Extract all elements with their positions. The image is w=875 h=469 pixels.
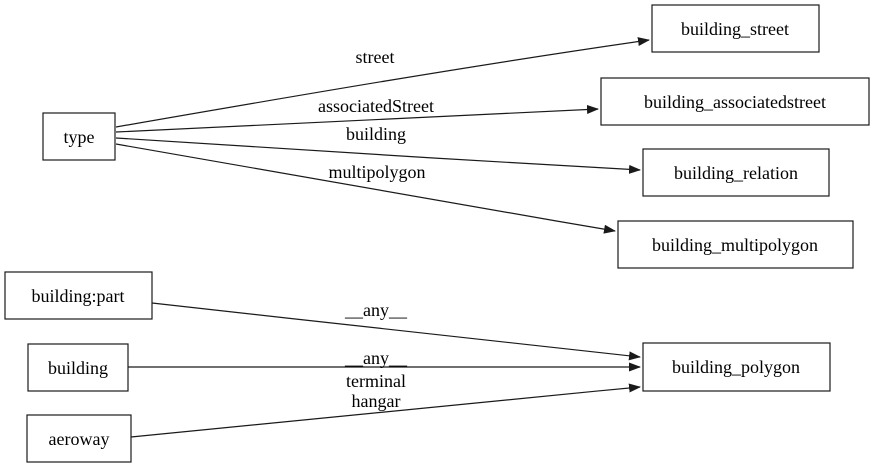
node-box <box>642 148 830 197</box>
node-aeroway: aeroway <box>26 414 132 463</box>
node-box <box>42 112 116 161</box>
edge-type-building_multipolygon <box>115 143 616 234</box>
edge-label-hangar: hangar <box>352 391 401 411</box>
edge-group <box>115 37 650 438</box>
edge-label-any-1: __any__ <box>344 300 408 320</box>
edge-building_part-building_polygon <box>151 302 641 361</box>
node-label: aeroway <box>49 429 110 449</box>
edge-aeroway-building_polygon <box>130 383 641 438</box>
node-box <box>617 220 854 269</box>
edge-label-group: street associatedStreet building multipo… <box>318 47 434 411</box>
node-label: building_multipolygon <box>652 235 818 255</box>
edge-label-associatedstreet: associatedStreet <box>318 96 434 116</box>
node-label: type <box>64 127 95 147</box>
node-label: building_polygon <box>672 357 800 377</box>
edge-type-building_street <box>115 37 650 128</box>
node-label: building_relation <box>674 163 798 183</box>
node-building-associatedstreet: building_associatedstreet <box>600 77 870 126</box>
edge-label-street: street <box>356 47 395 67</box>
edge-label-any-2: __any__ <box>344 348 408 368</box>
node-box <box>4 271 153 320</box>
node-building-multipolygon: building_multipolygon <box>617 220 854 269</box>
edge-type-building_associatedstreet <box>115 104 599 133</box>
node-label: building:part <box>32 286 125 306</box>
node-box <box>27 343 129 392</box>
node-label: building_street <box>681 19 789 39</box>
node-box <box>651 4 820 53</box>
node-building-relation: building_relation <box>642 148 830 197</box>
edge-type-building_relation <box>115 137 641 174</box>
node-building: building <box>27 343 129 392</box>
node-building-part: building:part <box>4 271 153 320</box>
edge-label-terminal: terminal <box>346 371 406 391</box>
node-box <box>642 342 831 392</box>
edge-label-multipolygon: multipolygon <box>328 162 425 182</box>
node-type: type <box>42 112 116 161</box>
node-building-polygon: building_polygon <box>642 342 831 392</box>
edge-label-building: building <box>346 124 406 144</box>
node-label: building <box>48 358 108 378</box>
node-box <box>26 414 132 463</box>
node-label: building_associatedstreet <box>644 92 826 112</box>
node-box <box>600 77 870 126</box>
node-building-street: building_street <box>651 4 820 53</box>
